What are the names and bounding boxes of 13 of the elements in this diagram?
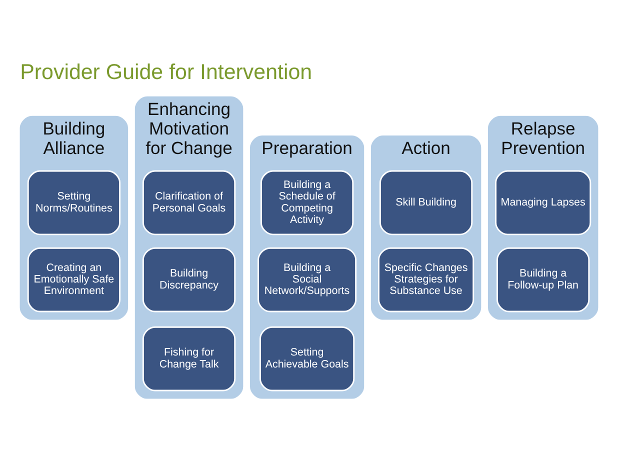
diagram-title: Provider Guide for Intervention (20, 59, 312, 84)
node-box: Building a Follow-up Plan (496, 246, 590, 312)
node-box: Building a Social Network/Supports (258, 246, 357, 312)
node-box: Fishing for Change Talk (142, 326, 236, 391)
node-box: Setting Achievable Goals (260, 326, 355, 391)
node-box: Skill Building (379, 170, 473, 235)
node-box: Clarification of Personal Goals (142, 170, 236, 235)
node-box: Building Discrepancy (142, 246, 236, 312)
node-box: Building a Schedule of Competing Activity (260, 170, 354, 235)
node-box: Managing Lapses (495, 170, 592, 235)
node-box: Setting Norms/Routines (27, 170, 121, 235)
node-box: Creating an Emotionally Safe Environment (27, 246, 121, 312)
node-box: Specific Changes Strategies for Substance Use (378, 246, 474, 312)
